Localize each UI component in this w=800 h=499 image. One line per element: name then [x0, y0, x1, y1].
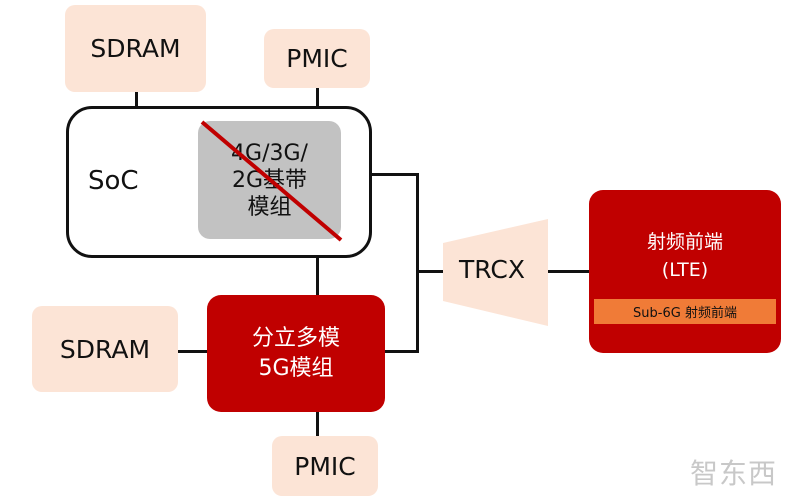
line-soc-discrete	[316, 256, 319, 296]
discrete-line2: 5G模组	[258, 355, 334, 381]
pmic-bottom-label: PMIC	[294, 451, 356, 481]
pmic-bottom-box: PMIC	[272, 436, 378, 496]
sdram-bottom-box: SDRAM	[32, 306, 178, 392]
line-pmic-bottom-discrete	[316, 410, 319, 436]
line-trcx-rf	[548, 270, 591, 273]
sub6g-rf-bar: Sub-6G 射频前端	[594, 299, 776, 324]
line-sdram-top-soc	[135, 90, 138, 108]
line-pmic-top-soc	[316, 87, 319, 108]
discrete-5g-module: 分立多模 5G模组	[207, 295, 385, 412]
trcx-shape	[443, 219, 548, 326]
discrete-line1: 分立多模	[251, 325, 340, 351]
line-vertical-bus	[416, 173, 419, 353]
pmic-top-label: PMIC	[286, 44, 348, 73]
line-bus-trcx	[416, 270, 444, 273]
rf-frontend-box: 射频前端 (LTE)	[589, 190, 781, 353]
baseband-line3: 模组	[247, 194, 292, 220]
sub6g-rf-label: Sub-6G 射频前端	[633, 306, 737, 321]
soc-label: SoC	[88, 166, 139, 196]
sdram-bottom-label: SDRAM	[59, 334, 151, 364]
sdram-top-label: SDRAM	[90, 34, 181, 63]
sdram-top-box: SDRAM	[65, 5, 206, 92]
rf-line2: (LTE)	[661, 259, 709, 281]
line-soc-right	[370, 173, 418, 176]
strike-out-line	[200, 120, 343, 242]
line-discrete-right	[383, 350, 419, 353]
trcx-label: TRCX	[459, 255, 525, 284]
pmic-top-box: PMIC	[264, 29, 370, 88]
line-sdram-bottom-discrete	[178, 350, 209, 353]
watermark: 智东西	[690, 457, 778, 490]
baseband-line1: 4G/3G/	[231, 140, 308, 166]
rf-line1: 射频前端	[646, 231, 723, 253]
